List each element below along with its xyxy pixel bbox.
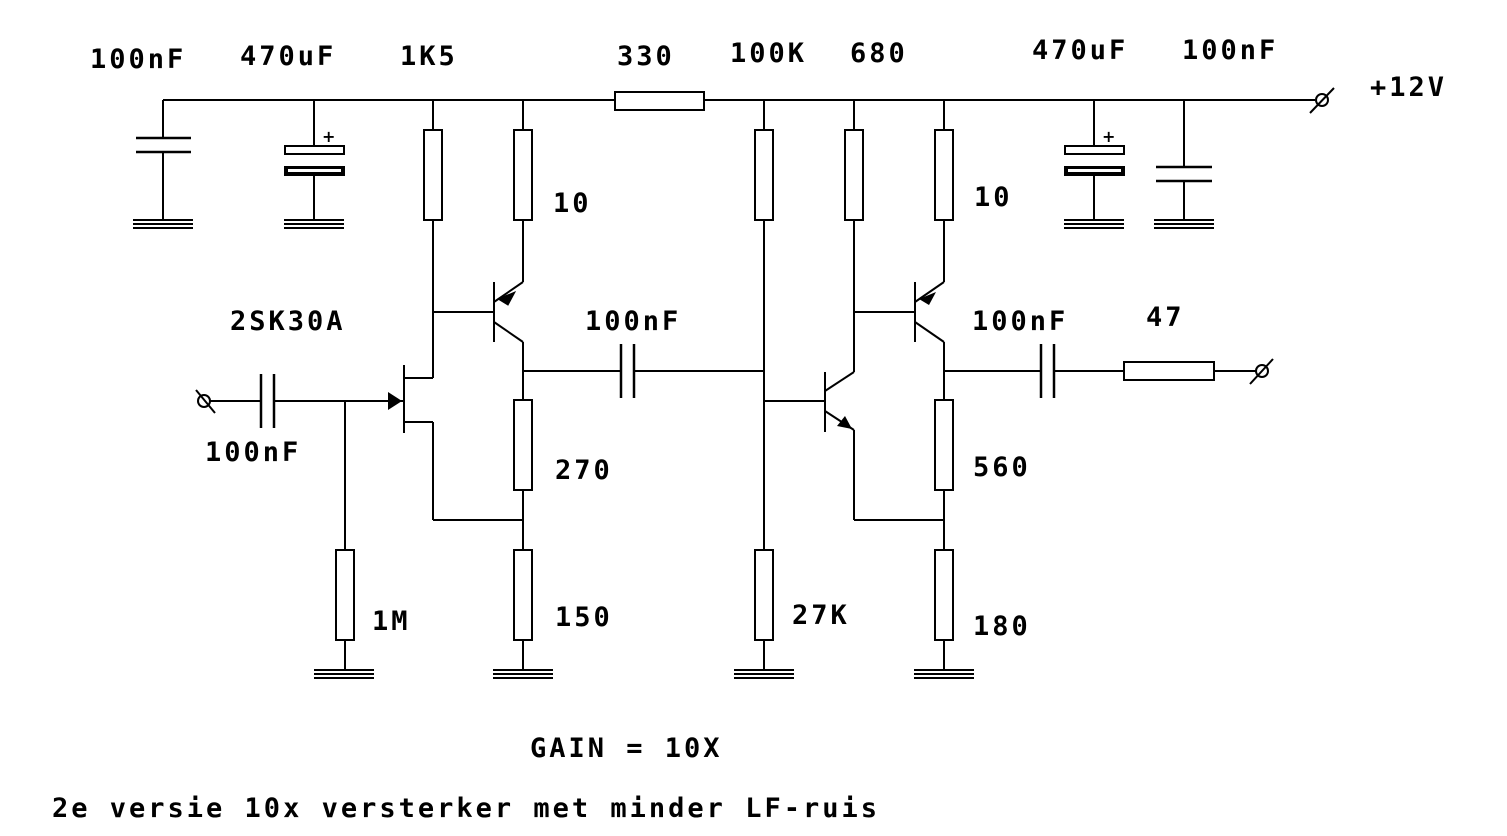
label-r-stage2-b: 180 xyxy=(973,611,1031,642)
label-r-decouple: 330 xyxy=(617,41,675,72)
supply-terminal xyxy=(1309,87,1335,114)
ground-symbol xyxy=(914,669,974,679)
label-c-in-elco: 470uF xyxy=(240,41,336,72)
ground-symbol xyxy=(133,219,193,229)
label-r-bias-top: 100K xyxy=(730,38,807,69)
output-terminal xyxy=(1249,358,1274,385)
svg-text:+: + xyxy=(1102,127,1115,146)
label-r-stage2-a: 560 xyxy=(973,452,1031,483)
label-c-out-elco: 470uF xyxy=(1032,35,1128,66)
ground-symbol xyxy=(1154,219,1214,229)
npn-transistor xyxy=(764,371,855,520)
label-r-collector2: 680 xyxy=(850,38,908,69)
output-resistor xyxy=(1123,361,1256,381)
drain-load-resistor xyxy=(423,100,443,378)
label-c-output: 100nF xyxy=(972,306,1068,337)
ground-symbol xyxy=(284,219,344,229)
stage1-resistor-150 xyxy=(513,549,533,670)
input-electrolytic-capacitor: + xyxy=(284,100,345,220)
label-supply: +12V xyxy=(1370,72,1447,103)
stage2-resistor-180 xyxy=(934,549,954,670)
ground-symbol xyxy=(1064,219,1124,229)
svg-text:+: + xyxy=(322,127,335,146)
pnp-transistor-2 xyxy=(854,281,945,400)
jfet-2sk30a xyxy=(345,365,434,520)
label-fet: 2SK30A xyxy=(230,306,346,337)
label-r-bias-bottom: 27K xyxy=(792,600,850,631)
label-c-in-bypass: 100nF xyxy=(90,44,186,75)
input-coupling-capacitor xyxy=(210,374,345,428)
label-r-stage1-b: 150 xyxy=(555,602,613,633)
stage2-resistor-560 xyxy=(934,399,954,550)
label-c-input: 100nF xyxy=(205,437,301,468)
gate-resistor xyxy=(335,401,355,670)
bias-resistor-100k xyxy=(754,100,774,550)
bias-resistor-27k xyxy=(754,549,774,670)
collector-resistor-680 xyxy=(844,100,864,372)
emitter-resistor-2 xyxy=(934,100,954,282)
ground-symbol xyxy=(734,669,794,679)
supply-rail xyxy=(163,91,1315,111)
emitter-resistor-1 xyxy=(513,100,533,282)
ground-symbol xyxy=(314,669,374,679)
stage1-resistor-270 xyxy=(513,399,533,550)
label-r-drain-load: 1K5 xyxy=(400,41,458,72)
pnp-transistor-1 xyxy=(433,281,524,400)
label-r-emitter2: 10 xyxy=(974,182,1013,213)
output-coupling-capacitor xyxy=(944,344,1124,398)
output-electrolytic-capacitor: + xyxy=(1064,100,1125,220)
label-c-coupling: 100nF xyxy=(585,306,681,337)
input-bypass-capacitor xyxy=(136,100,191,220)
label-c-out-bypass: 100nF xyxy=(1182,35,1278,66)
caption: 2e versie 10x versterker met minder LF-r… xyxy=(52,793,880,824)
label-r-gate: 1M xyxy=(372,606,411,637)
interstage-coupling-capacitor xyxy=(523,344,764,398)
label-r-stage1-a: 270 xyxy=(555,455,613,486)
ground-symbol xyxy=(493,669,553,679)
output-bypass-capacitor xyxy=(1156,100,1212,220)
label-r-output: 47 xyxy=(1146,302,1185,333)
label-r-emitter1: 10 xyxy=(553,188,592,219)
gain-label: GAIN = 10X xyxy=(530,733,723,764)
